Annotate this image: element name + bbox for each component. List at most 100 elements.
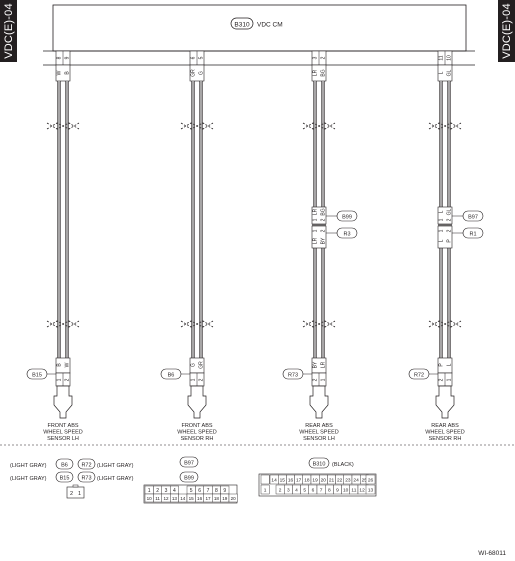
wire-color-label: G	[198, 71, 204, 75]
legend-module-pin: 14	[271, 478, 277, 484]
joint-connector-tag	[336, 210, 358, 222]
module-connector-code: B310	[234, 22, 250, 29]
sensor-label: WHEEL SPEED	[299, 430, 339, 436]
twisted-pair-marker	[46, 122, 80, 130]
wire-color-label: L	[438, 239, 444, 242]
sensor-pin: 1	[190, 378, 196, 381]
legend-joint-pin: 19	[222, 496, 228, 501]
wire-color-label: BY	[312, 361, 318, 368]
sensor-label: FRONT ABS	[47, 423, 78, 429]
legend-module-pin: 13	[368, 488, 374, 494]
wire-color-label: P	[446, 239, 452, 243]
module-name: VDC CM	[257, 22, 283, 29]
twisted-pair-marker	[180, 320, 214, 328]
legend-module-pin: 5	[303, 488, 306, 494]
twisted-pair-marker	[46, 320, 80, 328]
legend-joint-pin: 9	[223, 488, 226, 494]
sensor-pin: 1	[56, 378, 62, 381]
module-pin: 10	[446, 55, 452, 61]
joint-connector-lower	[437, 225, 453, 249]
legend-module-pin: 2	[279, 488, 282, 494]
joint-pin: 1	[438, 229, 444, 232]
wheel-speed-sensor-icon	[187, 385, 207, 419]
legend-tag-b97: B97	[184, 461, 194, 467]
joint-pin: 2	[320, 218, 326, 221]
legend-color-light-gray-4: (LIGHT GRAY)	[97, 476, 134, 482]
legend-sensor-connectors: (LIGHT GRAY) B6 R72 (LIGHT GRAY) (LIGHT …	[10, 458, 134, 499]
legend-joint-pin: 12	[163, 496, 169, 501]
sensor-label: SENSOR RH	[429, 436, 462, 442]
joint-connector-tag	[336, 227, 358, 239]
sensor-pin: 2	[198, 378, 204, 381]
legend-color-black: (BLACK)	[332, 462, 354, 468]
legend-joint-pin: 15	[189, 496, 195, 501]
sensor-label: WHEEL SPEED	[43, 430, 83, 436]
legend-face-pin-1: 1	[78, 491, 81, 497]
sensor-label: WHEEL SPEED	[177, 430, 217, 436]
legend-joint-pin: 4	[173, 488, 176, 494]
legend-module-pin: 21	[329, 478, 335, 484]
wire-color-label: BG	[320, 69, 326, 76]
legend-joint-pin: 20	[231, 496, 237, 501]
legend-module-pin: 8	[328, 488, 331, 494]
wire-color-label: LR	[320, 361, 326, 368]
legend-joint-pin: 2	[156, 488, 159, 494]
legend-tag-b15: B15	[60, 476, 70, 482]
legend-joint-pin: 3	[165, 488, 168, 494]
joint-connector-upper	[311, 206, 327, 225]
legend-joint-pin: 13	[172, 496, 178, 501]
legend-module-pin: 22	[337, 478, 343, 484]
joint-connector-tag	[462, 227, 484, 239]
sensor-label: SENSOR LH	[47, 436, 79, 442]
twisted-pair-marker	[302, 320, 336, 328]
legend-module-pin: 26	[368, 478, 374, 484]
wire-color-label: L	[438, 210, 444, 213]
legend-color-light-gray-2: (LIGHT GRAY)	[97, 463, 134, 469]
legend-module-pin: 17	[296, 478, 302, 484]
module-pin: 2	[320, 56, 326, 59]
legend-module-pin: 20	[321, 478, 327, 484]
joint-pin: 2	[320, 229, 326, 232]
connector-legend: (LIGHT GRAY) B6 R72 (LIGHT GRAY) (LIGHT …	[0, 444, 515, 557]
joint-connector-tag	[462, 210, 484, 222]
legend-module-pin: 24	[353, 478, 359, 484]
joint-connector-lower	[311, 225, 327, 249]
legend-module-pin: 16	[288, 478, 294, 484]
legend-module-pin: 3	[287, 488, 290, 494]
joint-connector-code: R3	[343, 232, 350, 238]
module-pin: 11	[438, 55, 444, 60]
wire-color-label: GR	[198, 361, 204, 369]
wire-color-label: BY	[320, 237, 326, 244]
legend-module-pin: 19	[312, 478, 318, 484]
vdc-control-module: B310 VDC CM	[43, 4, 475, 66]
sensor-pin: 2	[312, 378, 318, 381]
wire-color-label: W	[56, 70, 62, 75]
module-pin: 6	[190, 56, 196, 59]
side-tab-left: VDC(E)-04	[0, 0, 17, 62]
sensor-connector-code: B6	[168, 373, 175, 379]
sensor-pin: 2	[64, 378, 70, 381]
sensor-connector-code: R73	[288, 373, 298, 379]
wire-color-label: G	[190, 363, 196, 367]
sensor-label: REAR ABS	[431, 423, 459, 429]
legend-module-pin: 12	[359, 488, 365, 494]
side-tab-right: VDC(E)-04	[498, 0, 515, 62]
joint-connector-code: R1	[469, 232, 476, 238]
sensor-connector-code: B15	[32, 373, 42, 379]
legend-joint-pin: 7	[207, 488, 210, 494]
legend-color-light-gray-1: (LIGHT GRAY)	[10, 463, 47, 469]
joint-connector-upper	[437, 206, 453, 225]
legend-module-pin: 4	[295, 488, 298, 494]
wire-color-label: LR	[312, 69, 318, 76]
legend-face-pin-2: 2	[70, 491, 73, 497]
legend-joint-pin: 1	[148, 488, 151, 494]
wire-color-label: LR	[312, 237, 318, 244]
wire-color-label: P	[438, 363, 444, 367]
legend-module-pin: 1	[264, 488, 267, 494]
